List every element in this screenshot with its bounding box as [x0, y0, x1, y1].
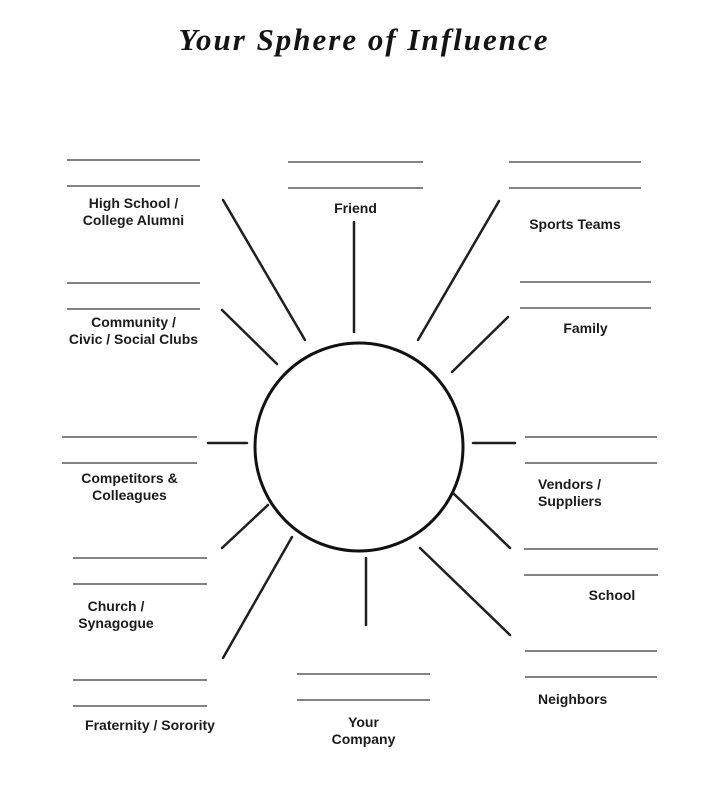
blank-line: [62, 436, 197, 438]
spoke-church: [220, 503, 270, 550]
station-your-company: Your Company: [297, 673, 430, 747]
blank-line: [62, 462, 197, 464]
blank-line: [67, 308, 200, 310]
blank-line: [297, 699, 430, 701]
blank-line: [288, 161, 423, 163]
station-label-high-school: High School / College Alumni: [82, 195, 185, 228]
station-label-your-company: Your Company: [331, 714, 396, 747]
spoke-high-school: [221, 198, 307, 342]
blank-line: [73, 705, 207, 707]
blank-line: [67, 159, 200, 161]
station-label-school: School: [588, 587, 636, 603]
blank-line: [509, 187, 641, 189]
spoke-community: [220, 308, 279, 366]
station-family: Family: [520, 281, 651, 336]
blank-line: [525, 676, 657, 678]
station-label-friend: Friend: [334, 200, 377, 216]
blank-line: [73, 679, 207, 681]
blank-line: [297, 673, 430, 675]
spoke-family: [450, 315, 510, 374]
station-label-church: Church / Synagogue: [78, 598, 154, 631]
station-competitors: Competitors & Colleagues: [62, 436, 197, 503]
page-title: Your Sphere of Influence: [178, 22, 550, 57]
station-vendors: Vendors / Suppliers: [525, 436, 657, 509]
spoke-sports-teams: [416, 199, 501, 342]
blank-line: [524, 548, 658, 550]
blank-line: [520, 307, 651, 309]
station-label-fraternity: Fraternity / Sorority: [85, 717, 215, 733]
station-neighbors: Neighbors: [525, 650, 657, 707]
station-label-competitors: Competitors & Colleagues: [81, 470, 178, 503]
blank-line: [73, 583, 207, 585]
spoke-school: [451, 491, 512, 550]
blank-line: [520, 281, 651, 283]
blank-line: [67, 185, 200, 187]
blank-line: [525, 650, 657, 652]
blank-line: [73, 557, 207, 559]
station-fraternity: Fraternity / Sorority: [73, 679, 215, 733]
station-label-community: Community / Civic / Social Clubs: [68, 314, 199, 347]
blank-line: [288, 187, 423, 189]
spoke-fraternity: [221, 535, 294, 660]
station-label-vendors: Vendors / Suppliers: [538, 476, 602, 509]
station-high-school: High School / College Alumni: [67, 159, 200, 228]
blank-line: [509, 161, 641, 163]
station-label-neighbors: Neighbors: [538, 691, 608, 707]
station-school: School: [524, 548, 658, 603]
station-label-sports-teams: Sports Teams: [529, 216, 621, 232]
blank-line: [525, 436, 657, 438]
station-label-family: Family: [563, 320, 608, 336]
blank-line: [524, 574, 658, 576]
station-community: Community / Civic / Social Clubs: [67, 282, 200, 347]
station-sports-teams: Sports Teams: [509, 161, 641, 232]
center-circle: [253, 341, 465, 553]
blank-line: [67, 282, 200, 284]
station-friend: Friend: [288, 161, 423, 216]
blank-line: [525, 462, 657, 464]
spoke-neighbors: [418, 546, 512, 637]
station-church: Church / Synagogue: [73, 557, 207, 631]
